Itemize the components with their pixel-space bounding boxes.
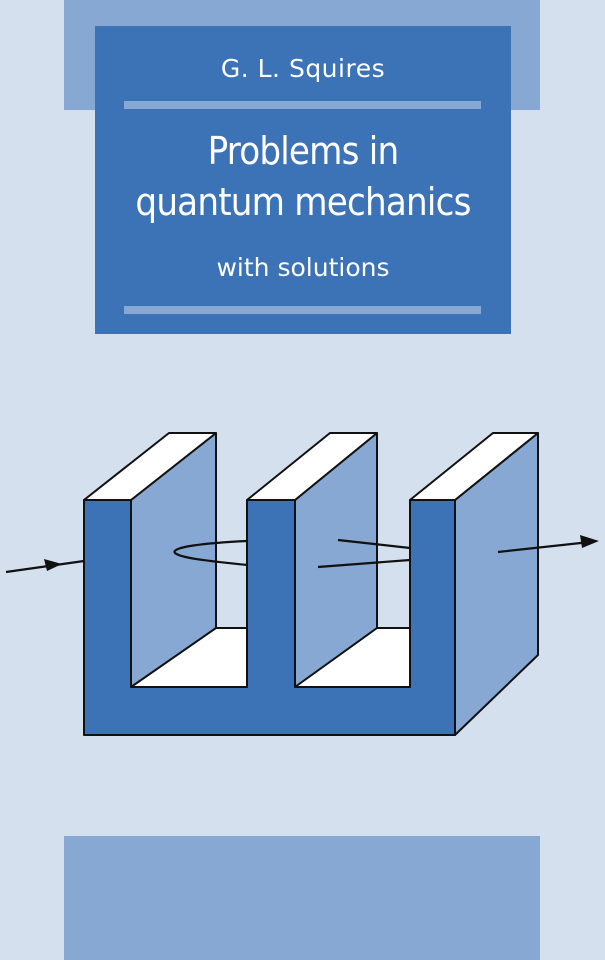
author-name: G. L. Squires xyxy=(220,54,386,83)
channel-front-face xyxy=(83,499,456,736)
beam-outgoing xyxy=(497,540,591,554)
bottom-decorative-band xyxy=(64,836,540,960)
beam-loop-left xyxy=(173,539,248,567)
beam-segment-middle-lower xyxy=(317,558,411,569)
arrowhead-outgoing xyxy=(580,535,599,548)
panel-rule-lower xyxy=(124,306,481,314)
book-title: Problems in quantum mechanics xyxy=(95,126,511,228)
cover-illustration xyxy=(5,432,599,736)
book-title-line-2: quantum mechanics xyxy=(135,180,471,224)
beam-segment-middle-upper xyxy=(337,538,411,550)
beam-incoming xyxy=(5,559,85,574)
panel-rule-upper xyxy=(124,101,481,109)
book-title-line-1: Problems in xyxy=(207,129,399,173)
title-panel: G. L. Squires Problems in quantum mechan… xyxy=(95,26,511,334)
book-subtitle: with solutions xyxy=(216,253,390,282)
arrowhead-incoming xyxy=(44,559,62,571)
